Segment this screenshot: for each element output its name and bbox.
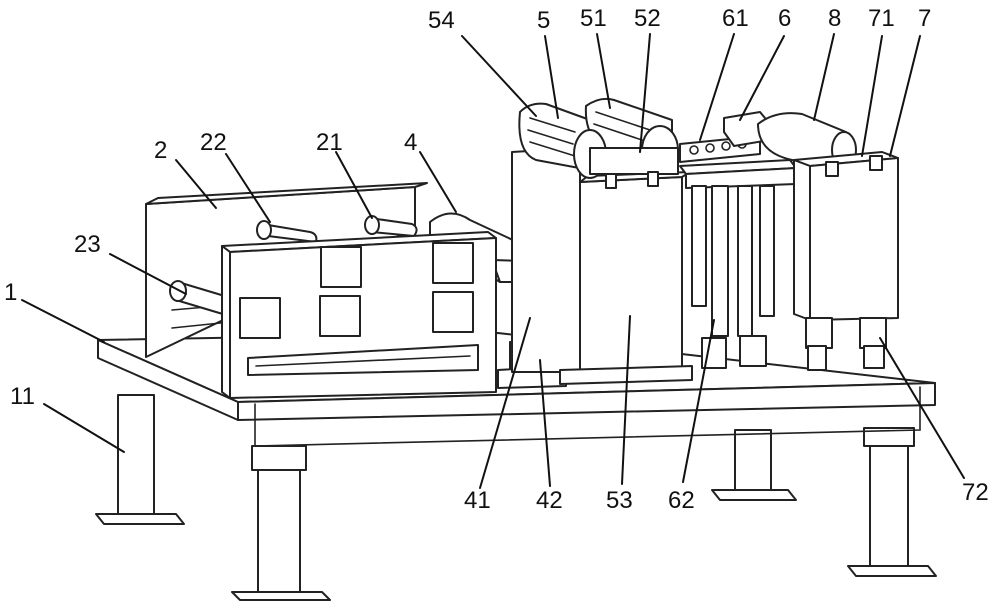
callout-52: 52 — [634, 5, 661, 32]
callout-1: 1 — [4, 279, 17, 306]
leg-front-right — [847, 427, 937, 577]
callout-23: 23 — [74, 231, 101, 258]
callout-71: 71 — [868, 5, 895, 32]
callout-4: 4 — [404, 129, 417, 156]
front-frame-plate — [221, 231, 497, 399]
callout-11: 11 — [10, 383, 35, 410]
uprights-62 — [691, 185, 775, 369]
callout-21: 21 — [316, 129, 343, 156]
callout-7: 7 — [918, 5, 931, 32]
leg-front-left — [231, 445, 331, 601]
callout-62: 62 — [668, 487, 695, 514]
cabinet-feet-72 — [805, 317, 887, 371]
roller-housing-53 — [511, 147, 693, 385]
callout-5: 5 — [537, 7, 550, 34]
callout-22: 22 — [200, 129, 227, 156]
leader-lines — [21, 33, 965, 489]
callout-labels: 54 5 51 52 61 6 8 71 7 2 22 21 4 23 1 11… — [4, 5, 989, 514]
callout-72: 72 — [962, 479, 989, 506]
callout-51: 51 — [580, 5, 607, 32]
callout-42: 42 — [536, 487, 563, 514]
callout-6: 6 — [778, 5, 791, 32]
callout-2: 2 — [154, 137, 167, 164]
platform-6 — [679, 159, 797, 189]
callout-41: 41 — [464, 487, 491, 514]
callout-8: 8 — [828, 5, 841, 32]
leg-back-left — [95, 394, 185, 525]
callout-54: 54 — [428, 7, 455, 34]
cabinet-7 — [793, 151, 899, 321]
leg-back-mid — [711, 429, 797, 501]
callout-53: 53 — [606, 487, 633, 514]
roller-bearing-54 — [605, 171, 659, 189]
roller-end-52 — [573, 125, 679, 179]
callout-61: 61 — [722, 5, 749, 32]
